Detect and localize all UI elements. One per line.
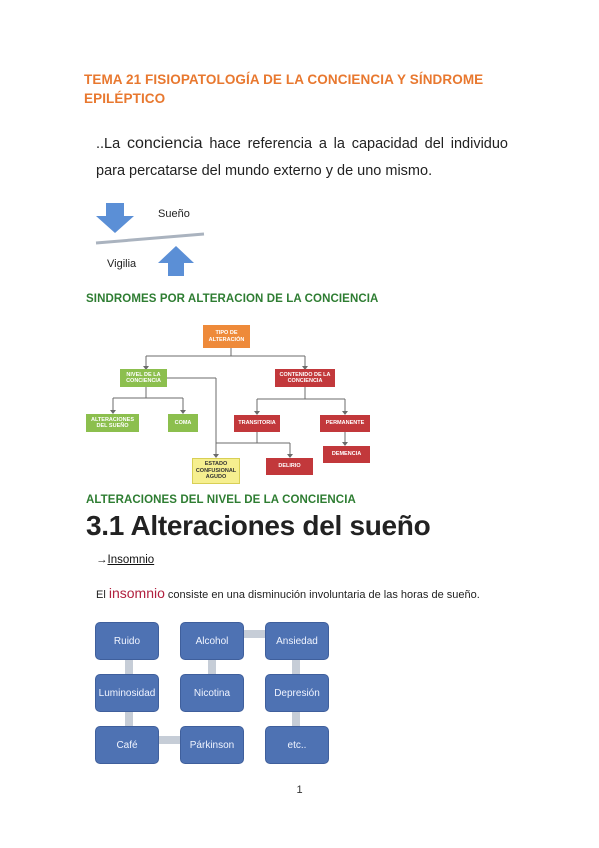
cause-box: Párkinson: [180, 726, 244, 764]
definition-prefix: El: [96, 589, 109, 601]
node-demencia: DEMENCIA: [323, 446, 370, 463]
cause-box: Alcohol: [180, 622, 244, 660]
section-heading-syndromes: SINDROMES POR ALTERACION DE LA CONCIENCI…: [86, 293, 379, 305]
heading-alteraciones-sueno: 3.1 Alteraciones del sueño: [86, 510, 431, 541]
connector: [125, 712, 133, 726]
node-root: TIPO DE ALTERACIÓN: [203, 325, 250, 348]
up-arrow-icon: [158, 246, 194, 276]
definition-keyword: insomnio: [108, 585, 165, 601]
document-title: TEMA 21 FISIOPATOLOGÍA DE LA CONCIENCIA …: [84, 72, 484, 106]
node-coma: COMA: [168, 414, 198, 432]
insomnio-link-label: Insomnio: [107, 554, 155, 566]
balance-diagram: [95, 203, 205, 276]
connector: [208, 660, 216, 674]
node-permanente: PERMANENTE: [320, 415, 370, 432]
node-estado-confusional: ESTADO CONFUSIONAL AGUDO: [192, 458, 240, 484]
cause-box: etc..: [265, 726, 329, 764]
intro-prefix: ..La: [96, 136, 127, 152]
connector: [292, 660, 300, 674]
intro-rest: hace referencia a la capacidad del indiv…: [96, 136, 508, 179]
balance-bottom-label: Vigilia: [107, 258, 137, 270]
page-number: 1: [296, 784, 303, 796]
node-alteraciones-sueno: ALTERACIONES DEL SUEÑO: [86, 414, 139, 432]
connector: [159, 736, 183, 744]
cause-box: Ansiedad: [265, 622, 329, 660]
node-transitoria: TRANSITORIA: [234, 415, 280, 432]
connector: [125, 660, 133, 674]
insomnio-definition: El insomnio consiste en una disminución …: [96, 585, 480, 601]
balance-top-label: Sueño: [158, 208, 190, 220]
section-heading-nivel: ALTERACIONES DEL NIVEL DE LA CONCIENCIA: [86, 494, 356, 506]
cause-box: Café: [95, 726, 159, 764]
cause-box: Depresión: [265, 674, 329, 712]
intro-keyword: conciencia: [126, 135, 203, 152]
cause-box: Luminosidad: [95, 674, 159, 712]
arrow-right-icon: →: [96, 554, 108, 566]
insomnio-link[interactable]: →Insomnio: [96, 554, 154, 566]
node-delirio: DELIRIO: [266, 458, 313, 475]
down-arrow-icon: [96, 203, 134, 233]
cause-box: Nicotina: [180, 674, 244, 712]
node-contenido: CONTENIDO DE LA CONCIENCIA: [275, 369, 335, 387]
connector: [242, 630, 268, 638]
balance-bar: [95, 232, 205, 245]
node-nivel: NIVEL DE LA CONCIENCIA: [120, 369, 167, 387]
cause-box: Ruido: [95, 622, 159, 660]
definition-rest: consiste en una disminución involuntaria…: [164, 589, 480, 601]
intro-paragraph: ..La conciencia hace referencia a la cap…: [96, 130, 508, 185]
connector: [292, 712, 300, 726]
